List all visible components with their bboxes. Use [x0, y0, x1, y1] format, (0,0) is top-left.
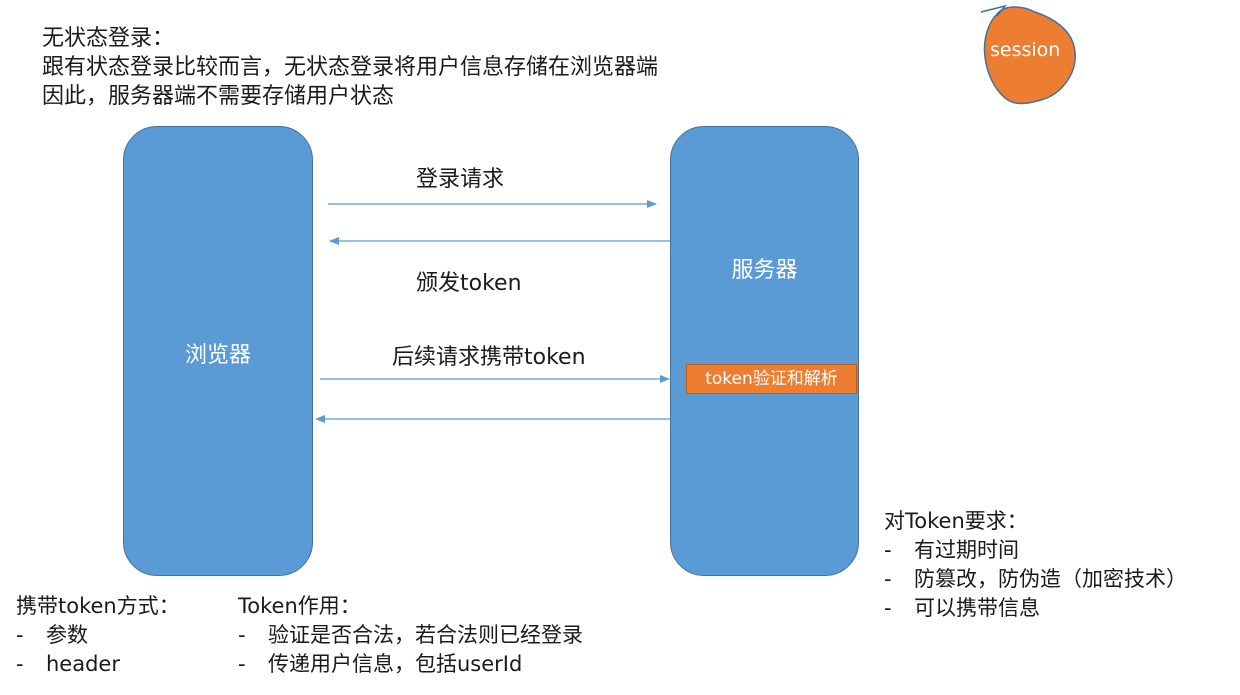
- list-item: -header: [16, 652, 120, 676]
- intro-text: 无状态登录： 跟有状态登录比较而言，无状态登录将用户信息存储在浏览器端 因此，服…: [42, 24, 658, 111]
- browser-label: 浏览器: [184, 343, 251, 368]
- browser-box: 浏览器: [123, 126, 313, 576]
- token-verify-tag: token验证和解析: [686, 364, 857, 394]
- intro-line-3: 因此，服务器端不需要存储用户状态: [42, 84, 395, 109]
- login-request-label: 登录请求: [416, 167, 505, 192]
- list-item: -参数: [16, 623, 88, 647]
- issue-token-label: 颁发token: [416, 271, 522, 296]
- carry-methods-title: 携带token方式：: [16, 594, 180, 618]
- token-requirements: 对Token要求： -有过期时间 -防篡改，防伪造（加密技术） -可以携带信息: [884, 507, 1187, 623]
- intro-title: 无状态登录：: [42, 26, 175, 51]
- list-item: -传递用户信息，包括userId: [238, 652, 523, 676]
- list-item: -验证是否合法，若合法则已经登录: [238, 623, 583, 647]
- list-item: -有过期时间: [884, 538, 1019, 562]
- subsequent-request-label: 后续请求携带token: [392, 345, 586, 370]
- list-item: -防篡改，防伪造（加密技术）: [884, 567, 1187, 591]
- server-label: 服务器: [731, 258, 798, 283]
- intro-line-2: 跟有状态登录比较而言，无状态登录将用户信息存储在浏览器端: [42, 55, 659, 80]
- session-blob-shape: [980, 4, 1076, 105]
- session-label: session: [990, 39, 1061, 61]
- carry-methods: 携带token方式： -参数 -header: [16, 592, 180, 679]
- server-box: 服务器: [670, 126, 859, 576]
- token-role: Token作用： -验证是否合法，若合法则已经登录 -传递用户信息，包括user…: [238, 592, 583, 679]
- list-item: -可以携带信息: [884, 596, 1040, 620]
- token-requirements-title: 对Token要求：: [884, 509, 1028, 533]
- token-role-title: Token作用：: [238, 594, 361, 618]
